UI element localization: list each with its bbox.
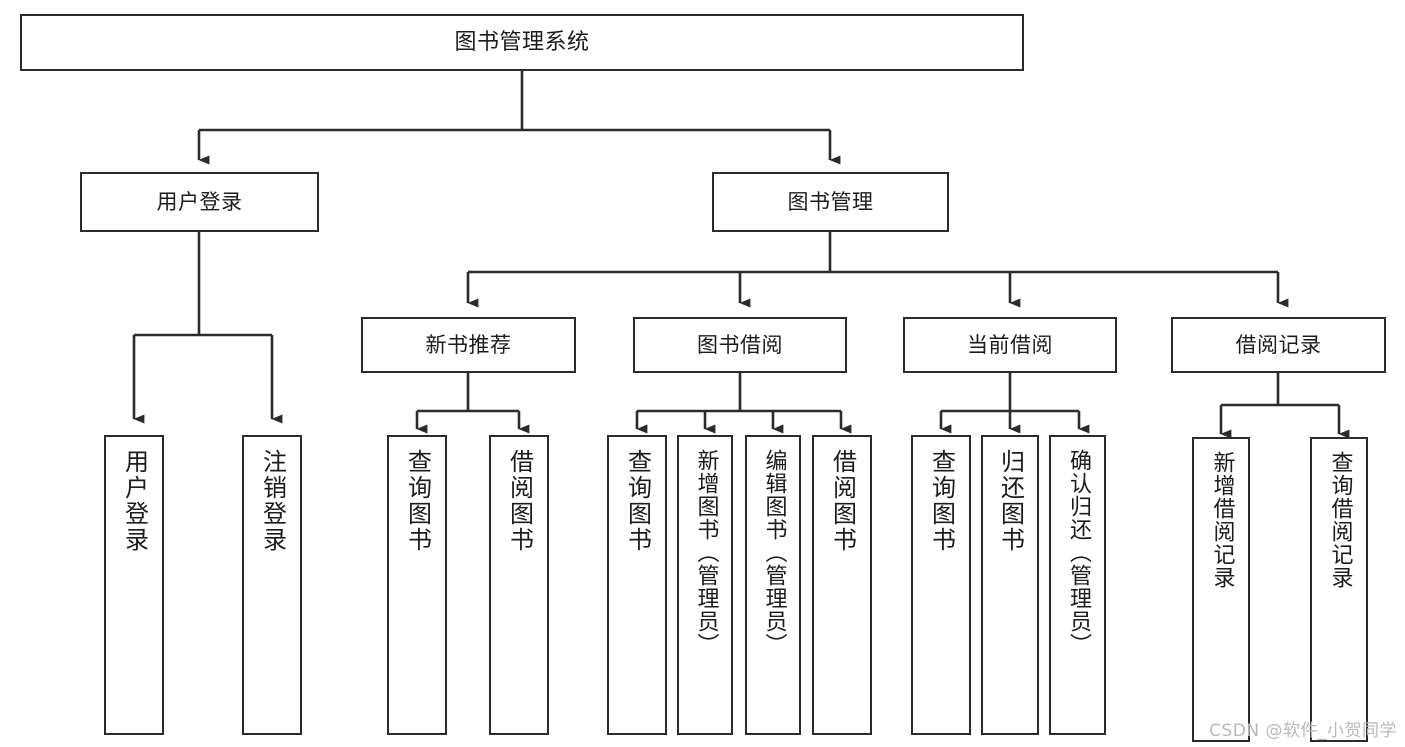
node-label: 查询图书 — [403, 449, 432, 553]
node-label: 确认归还（管理员） — [1065, 449, 1091, 656]
node-label: 用户登录 — [156, 189, 243, 214]
node-label: 借阅图书 — [505, 449, 534, 553]
node-label: 当前借阅 — [967, 332, 1053, 357]
leaf-book-borrow-add-book-admin[interactable]: 新增图书（管理员） — [677, 435, 733, 735]
node-label: 图书借阅 — [697, 332, 783, 357]
node-label: 查询借阅记录 — [1327, 451, 1353, 589]
node-label: 编辑图书（管理员） — [761, 449, 787, 656]
node-label: 归还图书 — [996, 449, 1025, 553]
watermark: CSDN @软件_小贺同学 — [1209, 721, 1397, 741]
node-root-book-management-system[interactable]: 图书管理系统 — [20, 14, 1024, 71]
node-current-borrow[interactable]: 当前借阅 — [903, 317, 1117, 373]
leaf-new-book-borrow-book[interactable]: 借阅图书 — [489, 435, 549, 735]
node-label: 注销登录 — [258, 449, 287, 553]
leaf-book-borrow-edit-book-admin[interactable]: 编辑图书（管理员） — [745, 435, 801, 735]
node-label: 借阅记录 — [1235, 332, 1322, 357]
node-book-borrow[interactable]: 图书借阅 — [633, 317, 847, 373]
node-label: 新增图书（管理员） — [693, 449, 719, 656]
node-label: 图书管理 — [787, 189, 874, 214]
node-new-book-recommend[interactable]: 新书推荐 — [361, 317, 576, 373]
node-label: 查询图书 — [927, 449, 956, 553]
leaf-user-login-logout[interactable]: 注销登录 — [242, 435, 302, 735]
leaf-new-book-query-book[interactable]: 查询图书 — [387, 435, 447, 735]
leaf-borrow-record-add-record[interactable]: 新增借阅记录 — [1192, 437, 1250, 742]
leaf-current-borrow-return-book[interactable]: 归还图书 — [981, 435, 1039, 735]
leaf-current-borrow-confirm-return-admin[interactable]: 确认归还（管理员） — [1049, 435, 1106, 735]
node-label: 查询图书 — [623, 449, 652, 553]
node-label: 用户登录 — [120, 449, 149, 553]
leaf-book-borrow-borrow-book[interactable]: 借阅图书 — [812, 435, 872, 735]
node-label: 借阅图书 — [828, 449, 857, 553]
leaf-book-borrow-query-book[interactable]: 查询图书 — [607, 435, 667, 735]
leaf-user-login-login[interactable]: 用户登录 — [104, 435, 164, 735]
node-book-management[interactable]: 图书管理 — [712, 172, 949, 232]
node-borrow-record[interactable]: 借阅记录 — [1171, 317, 1386, 373]
leaf-borrow-record-query-record[interactable]: 查询借阅记录 — [1310, 437, 1368, 742]
node-label: 新书推荐 — [425, 332, 512, 357]
node-user-login[interactable]: 用户登录 — [80, 172, 319, 232]
leaf-current-borrow-query-book[interactable]: 查询图书 — [911, 435, 971, 735]
node-label: 新增借阅记录 — [1209, 451, 1235, 589]
node-label: 图书管理系统 — [454, 29, 590, 55]
